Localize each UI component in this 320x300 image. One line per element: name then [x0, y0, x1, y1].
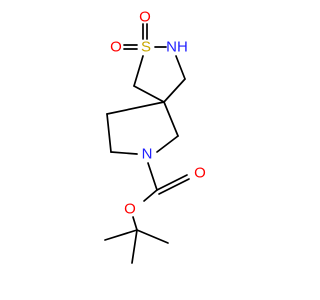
bond-n-carbonyl	[147, 162, 158, 191]
bond-tbu-right	[136, 229, 169, 244]
atom-sulfur: S	[141, 39, 151, 56]
atom-nitrogen-ring: N	[142, 146, 153, 163]
bond-ch2-n-right	[156, 135, 179, 153]
atom-oxygen-left: O	[110, 39, 122, 56]
bond-tbu-down	[131, 229, 138, 264]
bond-ch2-spiro-left	[133, 85, 165, 103]
atom-nh: NH	[166, 39, 188, 56]
bond-carbonyl-o-a	[156, 174, 188, 191]
bond-ch2-n-left	[110, 151, 138, 155]
bond-tbu-left	[104, 229, 138, 241]
bond-spiro-ch2-right	[163, 101, 179, 137]
atom-oxygen-top: O	[139, 9, 151, 26]
bond-s-ch2	[133, 55, 144, 87]
atom-oxygen-carbonyl: O	[194, 165, 206, 182]
bonds	[104, 23, 190, 264]
bond-ch2-ch2-left	[106, 113, 112, 153]
molecule-diagram: O O S NH N O O	[104, 9, 206, 264]
bond-spiro-ch2-left	[106, 101, 165, 115]
atom-labels: O O S NH N O O	[110, 9, 206, 218]
bond-nh-ch2	[175, 55, 186, 80]
bond-carbonyl-o-ester	[143, 189, 158, 202]
bond-carbonyl-o-b	[158, 178, 190, 195]
bond-o-tbu	[132, 216, 138, 231]
bond-ch2-spiro-right	[163, 78, 186, 103]
atom-oxygen-ester: O	[124, 201, 136, 218]
structure-svg: O O S NH N O O	[104, 9, 206, 264]
